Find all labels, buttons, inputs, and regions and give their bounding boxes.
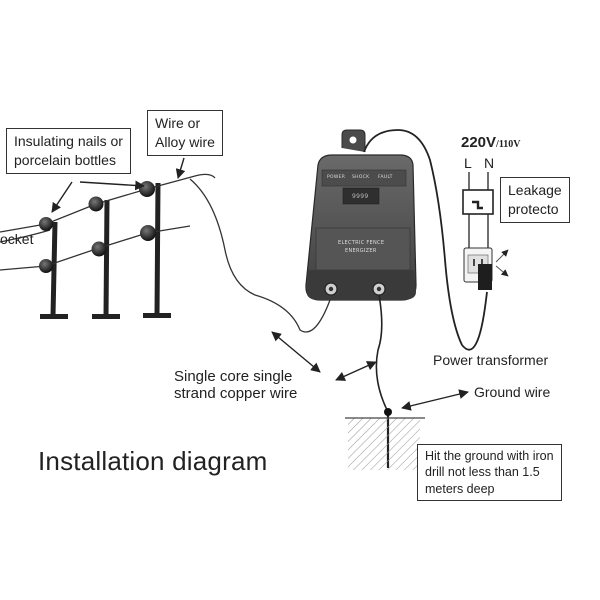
- leakage-label-line1: Leakage: [508, 182, 562, 198]
- ground-note-line3: meters deep: [425, 481, 495, 496]
- single-core-label: Single core single strand copper wire: [174, 368, 297, 403]
- phase-l-label: L: [464, 155, 472, 171]
- insulating-label-line1: Insulating nails or: [14, 133, 123, 149]
- leakage-label-line2: protecto: [508, 200, 559, 217]
- fence: [0, 173, 216, 319]
- diagram-title: Installation diagram: [38, 446, 268, 476]
- device-indicator-fault: FAULT: [378, 175, 393, 180]
- power-transformer-label: Power transformer: [433, 352, 549, 368]
- single-core-label-line2: strand copper wire: [174, 385, 298, 403]
- phase-n-label: N: [484, 155, 495, 171]
- device-screen-text: 9999: [352, 193, 369, 200]
- ground-soil: [348, 418, 420, 470]
- insulating-label: Insulating nails or porcelain bottles: [6, 128, 131, 174]
- leakage-label: Leakage protecto: [500, 177, 570, 223]
- fence-posts: [40, 182, 171, 319]
- pointer-lines: [51, 157, 469, 411]
- device-indicator-shock: SHOCK: [352, 175, 370, 180]
- socket-fragment-label: ocket: [0, 231, 34, 247]
- single-core-label-line1: Single core single: [174, 368, 293, 385]
- power-transformer-plug: [478, 264, 492, 290]
- voltage-main: 220V: [461, 134, 497, 151]
- device-indicator-power: POWER: [327, 175, 346, 180]
- wire-label: Wire or Alloy wire: [147, 110, 223, 156]
- device-title-line2: ENERGIZER: [345, 248, 377, 254]
- energizer-device: [305, 129, 417, 301]
- wire-label-line1: Wire or: [155, 115, 201, 131]
- voltage-label: 220V/110V: [461, 134, 521, 151]
- ground-note-line1: Hit the ground with iron: [425, 449, 554, 463]
- power-cord: [363, 129, 488, 351]
- ground-note-label: Hit the ground with iron drill not less …: [417, 444, 562, 501]
- voltage-alt: /110V: [496, 139, 521, 150]
- insulators: [39, 181, 156, 273]
- power-supply: [462, 172, 509, 290]
- ground-note-line2: drill not less than 1.5: [425, 465, 540, 480]
- insulating-label-line2: porcelain bottles: [14, 151, 116, 168]
- ground-wire-label: Ground wire: [474, 384, 551, 400]
- fence-feed-wire: [189, 178, 331, 333]
- ground-lead: [375, 294, 389, 413]
- wire-label-line2: Alloy wire: [155, 133, 215, 150]
- device-title-line1: ELECTRIC FENCE: [338, 240, 385, 246]
